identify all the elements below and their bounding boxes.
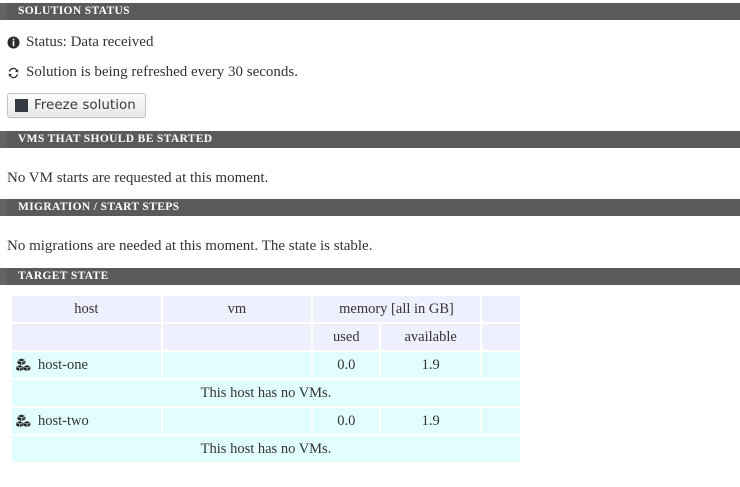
col-subheader-available: available: [381, 324, 480, 350]
memory-available-cell: 1.9: [381, 408, 480, 434]
table-header-row-1: host vm memory [all in GB]: [12, 296, 520, 322]
cubes-icon: [16, 414, 31, 428]
refresh-row: Solution is being refreshed every 30 sec…: [0, 64, 740, 81]
host-note-text: This host has no VMs.: [12, 436, 520, 462]
vm-cell: [162, 408, 312, 434]
spacer: [0, 216, 740, 238]
vm-cell: [162, 352, 312, 378]
extra-cell: [481, 352, 520, 378]
spacer: [0, 81, 740, 93]
spacer: [0, 20, 740, 34]
col-header-vm: vm: [162, 296, 312, 322]
refresh-text: Solution is being refreshed every 30 sec…: [26, 64, 299, 80]
cubes-icon: [16, 358, 31, 372]
spacer: [0, 148, 740, 170]
extra-cell: [481, 408, 520, 434]
host-note-text: This host has no VMs.: [12, 380, 520, 406]
vms-to-start-message: No VM starts are requested at this momen…: [7, 170, 269, 186]
memory-available-cell: 1.9: [381, 352, 480, 378]
table-head: host vm memory [all in GB] used availabl…: [12, 296, 520, 350]
memory-used-cell: 0.0: [313, 352, 380, 378]
status-text: Status: Data received: [26, 34, 154, 50]
info-circle-icon: [7, 35, 20, 50]
status-row: Status: Data received: [0, 34, 740, 51]
host-note-row: This host has no VMs.: [12, 380, 520, 406]
target-state-table: host vm memory [all in GB] used availabl…: [10, 294, 522, 464]
freeze-button-row: Freeze solution: [0, 93, 740, 118]
migration-steps-message: No migrations are needed at this moment.…: [7, 238, 373, 254]
table-header-row-2: used available: [12, 324, 520, 350]
host-name-label: host-two: [38, 412, 89, 429]
section-header-target-state: Target state: [0, 268, 740, 285]
col-header-extra: [481, 296, 520, 322]
host-name-cell: host-one: [12, 352, 161, 378]
col-header-memory: memory [all in GB]: [313, 296, 480, 322]
col-subheader-vm-blank: [162, 324, 312, 350]
table-row[interactable]: host-two 0.0 1.9: [12, 408, 520, 434]
freeze-solution-button[interactable]: Freeze solution: [7, 93, 146, 118]
section-header-solution-status: Solution status: [0, 3, 740, 20]
col-header-host: host: [12, 296, 161, 322]
col-subheader-host-blank: [12, 324, 161, 350]
section-header-vms-to-start: VMs that should be started: [0, 131, 740, 148]
section-title-target-state: Target state: [18, 270, 109, 282]
spacer: [0, 255, 740, 268]
refresh-icon: [7, 65, 20, 80]
table-row[interactable]: host-one 0.0 1.9: [12, 352, 520, 378]
section-header-migration-steps: Migration / start steps: [0, 199, 740, 216]
target-state-table-wrap: host vm memory [all in GB] used availabl…: [0, 294, 740, 464]
spacer: [0, 187, 740, 199]
host-name-cell: host-two: [12, 408, 161, 434]
section-title-migration-steps: Migration / start steps: [18, 201, 180, 213]
stop-square-icon: [15, 99, 28, 112]
spacer: [0, 51, 740, 64]
spacer: [0, 285, 740, 294]
section-title-vms-to-start: VMs that should be started: [18, 133, 213, 145]
host-note-row: This host has no VMs.: [12, 436, 520, 462]
host-name-label: host-one: [38, 356, 88, 373]
col-subheader-extra-blank: [481, 324, 520, 350]
freeze-solution-label: Freeze solution: [34, 97, 136, 113]
table-body: host-one 0.0 1.9 This host has no VMs.: [12, 352, 520, 462]
section-title-solution-status: Solution status: [18, 5, 130, 17]
spacer: [0, 118, 740, 131]
memory-used-cell: 0.0: [313, 408, 380, 434]
col-subheader-used: used: [313, 324, 380, 350]
